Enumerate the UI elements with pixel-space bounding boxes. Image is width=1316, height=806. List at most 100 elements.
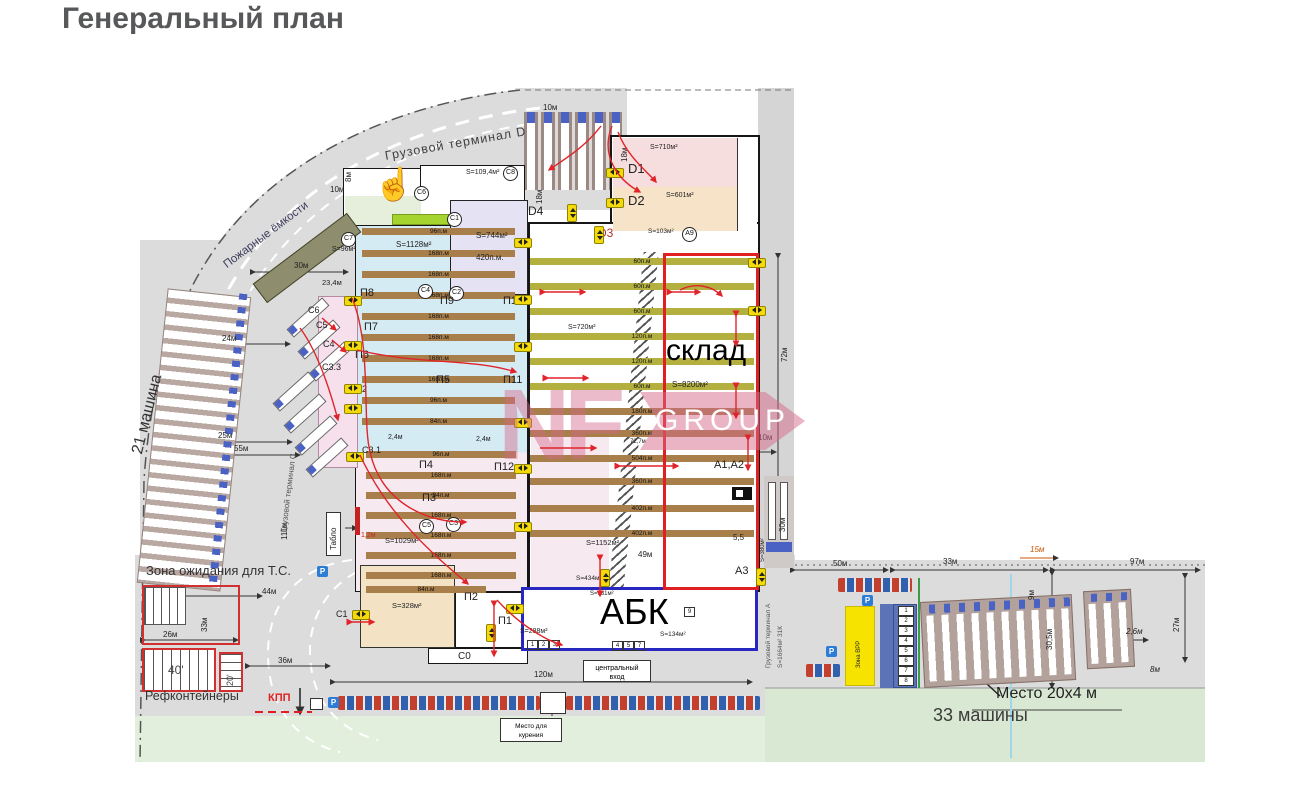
area-label: S=710м² — [650, 144, 678, 151]
smoking-shelter — [540, 692, 566, 714]
area-label: S=601м² — [666, 192, 694, 199]
gate-icon — [486, 624, 496, 642]
area-label: S=744м² — [476, 231, 508, 240]
circle-mark: С6 — [414, 186, 429, 201]
rack-label: 168п.м — [430, 472, 452, 479]
rack-label: 402п.м — [631, 530, 653, 537]
car-row — [338, 696, 540, 710]
area-label: S=109,4м² — [466, 169, 500, 176]
panel-number: 4 — [898, 636, 914, 646]
rack-label: 84п.м — [432, 492, 450, 499]
gate-label: П5 — [436, 374, 451, 386]
rack-label: 96п.м — [429, 397, 448, 404]
gate-icon — [344, 296, 362, 306]
rack-label: 168п.м — [428, 271, 449, 278]
circle-mark: С3 — [446, 517, 461, 532]
watermark-group-arrow: GROUP — [640, 392, 805, 450]
circle-mark: А9 — [682, 227, 697, 242]
dock-label: С3.1 — [362, 445, 382, 455]
dock-label: С1 — [336, 609, 348, 619]
area-label: S=103м² — [648, 228, 674, 235]
zone-label: А3 — [735, 565, 749, 577]
abk-room-number: 9 — [684, 607, 695, 617]
dock-truck — [768, 482, 776, 540]
terminal-d-road-label: Грузовой терминал D — [383, 124, 528, 163]
rack-label: 120п.м — [631, 333, 653, 340]
panel-number: 6 — [898, 656, 914, 666]
rack-row: 504п.м — [530, 455, 754, 462]
ref-containers-label: Рефконтейнеры — [145, 689, 239, 703]
dim-label: 50м — [833, 559, 848, 568]
rack-label: 180п.м — [631, 408, 653, 415]
gate-icon — [606, 198, 624, 208]
zone-label: D2 — [628, 193, 645, 208]
kpp-label: КПП — [268, 692, 291, 704]
gate-icon — [344, 404, 362, 414]
dim-label: 1,2м — [361, 532, 376, 539]
dim-label: 72м — [780, 347, 789, 362]
rack-row: 168п.м — [366, 512, 516, 519]
dim-label: 55м — [234, 444, 249, 453]
rack-row: 120п.м — [530, 358, 754, 365]
zone-label: D4 — [528, 204, 544, 218]
kpp-shelter — [310, 698, 323, 710]
dim-label: 8м — [1150, 665, 1160, 674]
circle-mark: С1 — [447, 212, 462, 227]
rack-label: 168п.м — [430, 552, 452, 559]
rack-row: 60п.м — [530, 258, 754, 265]
gate-label: П4 — [419, 459, 434, 471]
area-label: S=380м² — [760, 538, 766, 562]
dim-label: 97м — [1130, 557, 1145, 566]
dim-label: 33м — [943, 557, 958, 566]
gate-label: П9 — [440, 295, 455, 307]
rack-row: 60п.м — [530, 283, 754, 290]
area-label: S=1029м² — [385, 536, 419, 545]
gate-icon — [748, 258, 766, 268]
container-40-label: 40' — [168, 663, 184, 677]
rack-label: 168п.м — [430, 512, 452, 519]
dock-label: С6 — [308, 305, 320, 315]
terminal-d-rooms — [737, 138, 757, 231]
zone-d2 — [613, 187, 737, 231]
dock-label: С0 — [458, 651, 471, 662]
rack-row: 96п.м — [366, 451, 516, 458]
gate-label: П1 — [498, 615, 513, 627]
area-label: S=720м² — [568, 324, 596, 331]
gate-icon — [344, 384, 362, 394]
cars-33-label: 33 машины — [933, 705, 1028, 725]
rack-label: 96п.м — [432, 451, 450, 458]
gate-icon — [344, 341, 362, 351]
dim-label: 26м — [163, 630, 178, 639]
dock-strip-top — [524, 112, 622, 190]
rack-row: 120п.м — [530, 333, 754, 340]
gate-icon — [346, 452, 364, 462]
dim-label: 49м — [638, 550, 653, 559]
yellow-zone-label: Зона ВРР — [856, 640, 862, 668]
red-marker — [355, 507, 360, 535]
abk-room-number: 3 — [549, 640, 560, 650]
dim-label: 5,5 — [733, 533, 745, 542]
rack-row: 168п.м — [366, 572, 516, 579]
sklad-label: склад — [666, 334, 747, 367]
rack-row: 96п.м — [362, 397, 515, 404]
gate-icon — [506, 604, 524, 614]
dim-label: 15м — [1030, 545, 1045, 554]
rack-row: 168п.м — [362, 271, 515, 278]
rack-label: 60п.м — [633, 308, 651, 315]
dim-label: 10м — [330, 185, 345, 194]
circle-mark: С7 — [341, 232, 356, 247]
dim-label: 25м — [218, 431, 233, 440]
dim-label: 8м — [344, 172, 353, 182]
terminal-a-road-label: Грузовой терминал А — [765, 603, 772, 668]
zone-label: D1 — [628, 161, 645, 176]
car-row — [566, 696, 760, 710]
gate-label: П2 — [464, 591, 479, 603]
parking-icon: P — [862, 595, 873, 606]
smoking-area-box: Место для курения — [500, 718, 562, 742]
gate-icon — [748, 306, 766, 316]
gate-icon — [594, 226, 604, 244]
sklad-area-label: S=8200м² — [672, 380, 708, 389]
terminal-a-area-label: S=1664м² 31К — [777, 625, 784, 668]
